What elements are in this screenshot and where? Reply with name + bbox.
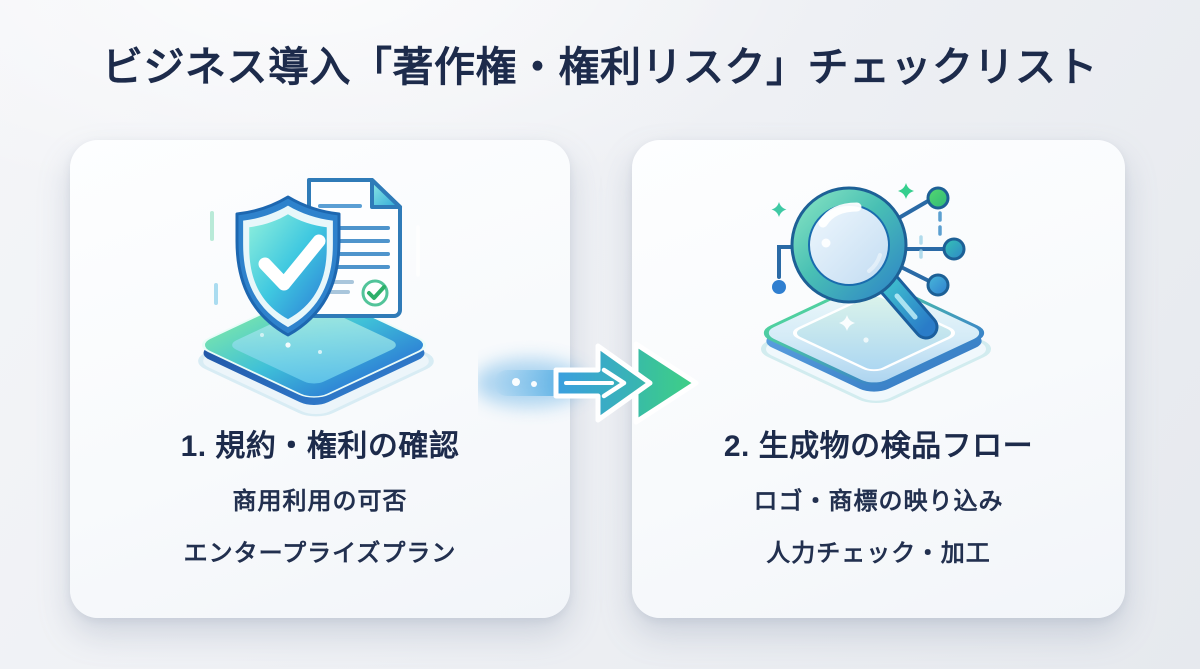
- step-item: 商用利用の可否: [232, 488, 408, 515]
- step-item: エンタープライズプラン: [183, 540, 457, 567]
- step-card-2: 2. 生成物の検品フロー ロゴ・商標の映り込み 人力チェック・加工: [632, 140, 1125, 618]
- step-item: 人力チェック・加工: [766, 540, 991, 567]
- flow-arrow-right-icon: [478, 341, 699, 425]
- magnifier-circuit-platform-icon: [729, 148, 1029, 420]
- step-heading: 2. 生成物の検品フロー: [723, 430, 1034, 463]
- step-heading: 1. 規約・権利の確認: [180, 430, 460, 463]
- shield-document-platform-icon: [170, 148, 470, 420]
- step-item: ロゴ・商標の映り込み: [753, 488, 1004, 515]
- shield-check-icon: [235, 195, 341, 337]
- circuit-nodes-icon: [771, 186, 965, 297]
- page-title: ビジネス導入「著作権・権利リスク」チェックリスト: [102, 44, 1098, 90]
- magnifier-icon: [790, 186, 938, 340]
